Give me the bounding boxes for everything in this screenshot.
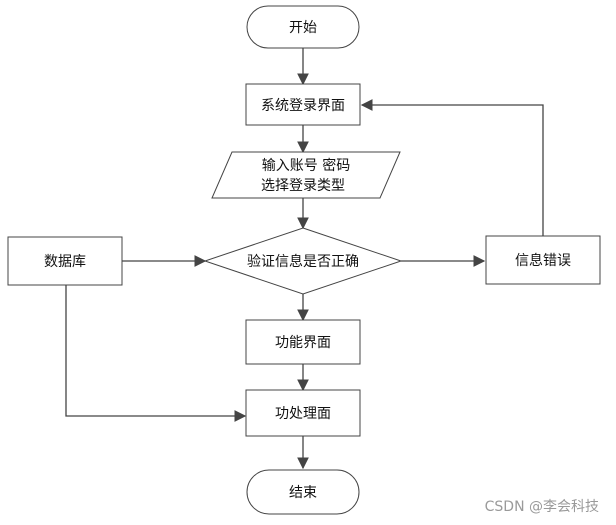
- watermark: CSDN @李会科技: [485, 499, 599, 515]
- login-screen-node: 系统登录界面: [245, 83, 361, 126]
- database-label: 数据库: [44, 254, 86, 270]
- function-screen-label: 功能界面: [275, 335, 331, 351]
- processing-screen-node: 功处理面: [245, 389, 361, 437]
- end-node: 结束: [246, 469, 360, 515]
- processing-screen-label: 功处理面: [275, 406, 331, 422]
- start-label: 开始: [289, 20, 317, 36]
- verify-node: 验证信息是否正确: [203, 227, 403, 295]
- database-node: 数据库: [7, 236, 123, 286]
- edges: [65, 48, 544, 470]
- verify-label: 验证信息是否正确: [247, 253, 359, 270]
- edge-error-to-login: [360, 99, 544, 236]
- input-node: 输入账号 密码 选择登录类型: [211, 151, 401, 199]
- error-label: 信息错误: [515, 252, 571, 269]
- end-label: 结束: [289, 485, 317, 501]
- function-screen-node: 功能界面: [245, 319, 361, 365]
- input-label-line1: 输入账号 密码: [262, 157, 350, 174]
- error-node: 信息错误: [485, 235, 601, 285]
- login-screen-label: 系统登录界面: [261, 98, 345, 114]
- input-label-line2: 选择登录类型: [261, 178, 345, 194]
- start-node: 开始: [246, 5, 360, 49]
- edge-database-to-processing: [65, 285, 247, 422]
